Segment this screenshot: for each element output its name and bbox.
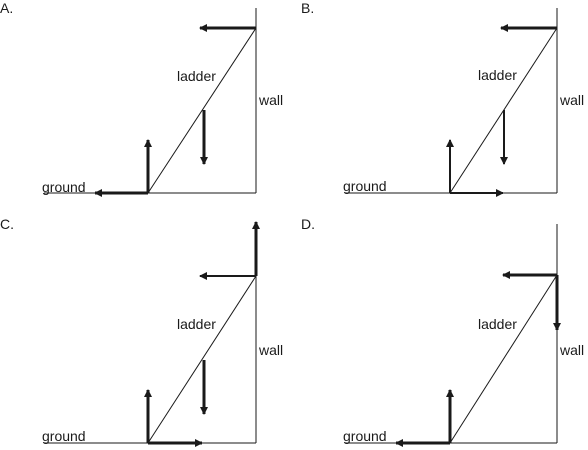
panel-c-wall-label: wall (258, 342, 283, 358)
panel-b-ladder-label: ladder (478, 67, 517, 83)
panel-a-ground-label: ground (42, 179, 86, 195)
panel-d-ground-label: ground (343, 428, 387, 444)
panel-a-letter: A. (0, 0, 13, 16)
panel-a: A. ladder wall ground (0, 0, 283, 197)
panel-d-letter: D. (301, 216, 315, 232)
panel-c-letter: C. (0, 216, 14, 232)
panel-c-ladder-line (147, 275, 257, 444)
panel-d-wall-label: wall (559, 342, 584, 358)
panel-a-ladder-line (147, 27, 257, 194)
panel-c-ground-label: ground (42, 428, 86, 444)
panel-d-ladder-line (449, 274, 558, 444)
panel-d: D. ladder wall ground (301, 216, 584, 447)
panel-c-ladder-label: ladder (177, 316, 216, 332)
panel-a-ladder-label: ladder (177, 68, 216, 84)
panel-b-wall-label: wall (559, 92, 584, 108)
panel-b: B. ladder wall ground (301, 0, 584, 197)
panel-b-letter: B. (301, 0, 314, 16)
panel-a-wall-label: wall (258, 92, 283, 108)
panel-c: C. ladder wall ground (0, 216, 283, 447)
panel-d-ladder-label: ladder (478, 316, 517, 332)
panel-b-ground-label: ground (343, 178, 387, 194)
